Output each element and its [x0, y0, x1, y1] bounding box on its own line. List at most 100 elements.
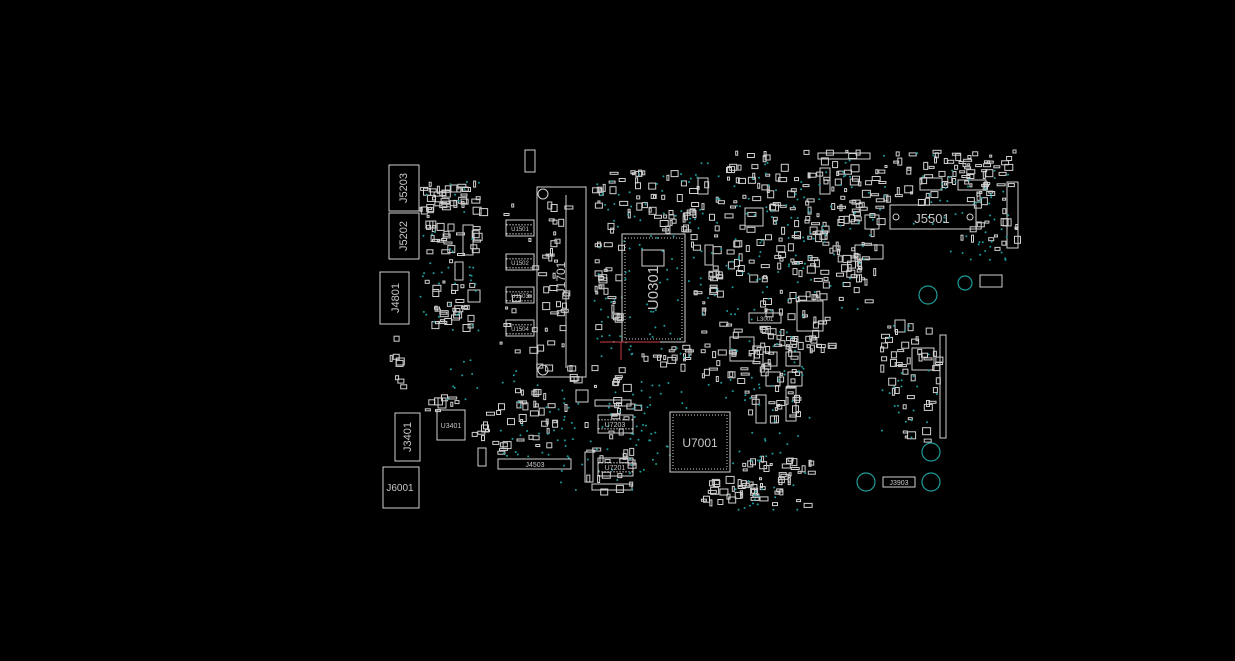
- via: [731, 390, 734, 393]
- via: [801, 365, 803, 368]
- pad-footprint: [744, 390, 750, 394]
- pad-footprint: [881, 333, 890, 339]
- via: [700, 162, 703, 165]
- chip-u3401[interactable]: U3401: [436, 409, 466, 441]
- pad-footprint: [449, 259, 454, 264]
- chip-u1501[interactable]: U1501: [505, 219, 535, 237]
- inductor-l3001[interactable]: L3001: [748, 312, 782, 324]
- via: [745, 212, 748, 215]
- pad-footprint: [453, 199, 458, 208]
- pad-footprint: [760, 483, 763, 488]
- connector-j5501[interactable]: J5501: [889, 204, 977, 230]
- chip-u7203[interactable]: U7203: [597, 414, 634, 434]
- via: [689, 177, 692, 180]
- via: [750, 376, 753, 379]
- via: [635, 425, 638, 428]
- pad-footprint: [592, 447, 602, 452]
- via: [432, 272, 435, 275]
- pad-footprint: [791, 235, 800, 239]
- via: [800, 188, 802, 191]
- pad-footprint: [971, 234, 974, 243]
- connector-j3401[interactable]: J3401: [394, 412, 421, 462]
- via: [654, 309, 657, 312]
- pad-footprint: [776, 245, 786, 253]
- chip-u1503[interactable]: U1503: [505, 286, 535, 304]
- via: [629, 437, 632, 440]
- pad-footprint: [878, 169, 886, 174]
- pad-footprint: [546, 427, 550, 434]
- pad-footprint: [614, 375, 623, 379]
- pad-footprint: [752, 172, 756, 180]
- pad-footprint: [906, 357, 911, 365]
- via: [779, 331, 782, 333]
- connector-j3903[interactable]: J3903: [882, 476, 916, 488]
- pad-footprint: [472, 206, 482, 215]
- pad-footprint: [894, 387, 900, 394]
- chip-u7201[interactable]: U7201: [597, 457, 634, 477]
- via: [454, 193, 457, 196]
- pad-footprint: [603, 287, 609, 295]
- pad-footprint: [767, 190, 775, 199]
- pad-footprint: [543, 393, 547, 401]
- via: [659, 281, 661, 284]
- pad-footprint: [648, 207, 652, 213]
- pad-footprint: [661, 194, 666, 200]
- mounting-hole: [921, 472, 941, 492]
- connector-j4801[interactable]: J4801: [379, 271, 410, 325]
- pad-footprint: [756, 239, 765, 246]
- pad-footprint: [850, 164, 860, 173]
- pad-footprint: [828, 344, 836, 349]
- chip-u7001[interactable]: U7001: [669, 411, 731, 473]
- via: [611, 468, 614, 471]
- connector-j4503[interactable]: J4503: [497, 458, 572, 470]
- pad-footprint: [452, 307, 457, 312]
- via: [602, 192, 604, 195]
- pad-footprint: [807, 470, 816, 475]
- via: [764, 163, 767, 166]
- connector-j6001[interactable]: J6001: [382, 466, 420, 509]
- via: [718, 198, 721, 200]
- via: [710, 252, 713, 254]
- via: [564, 445, 567, 447]
- connector-j1701[interactable]: J1701: [536, 186, 587, 378]
- via: [449, 303, 452, 306]
- pad-footprint: [958, 161, 964, 164]
- chip-u1504[interactable]: U1504: [505, 319, 535, 337]
- via: [968, 178, 971, 181]
- pad-footprint: [714, 225, 720, 232]
- pad-footprint: [520, 419, 524, 424]
- pad-footprint: [454, 400, 460, 405]
- pad-footprint: [591, 365, 599, 372]
- via: [904, 329, 906, 332]
- via: [632, 393, 634, 396]
- pad-footprint: [726, 323, 733, 327]
- via: [757, 495, 760, 498]
- pad-footprint: [790, 188, 797, 193]
- via: [599, 246, 601, 249]
- chip-u1502[interactable]: U1502: [505, 253, 535, 271]
- pad-footprint: [778, 177, 788, 183]
- via: [422, 310, 425, 313]
- pad-footprint: [603, 268, 608, 272]
- pad-footprint: [497, 450, 506, 455]
- via: [457, 199, 460, 202]
- pad-footprint: [710, 486, 720, 495]
- via: [773, 420, 776, 423]
- pad-footprint: [556, 301, 561, 308]
- component-footprint: [467, 289, 481, 303]
- connector-j5203[interactable]: J5203: [388, 164, 420, 212]
- via: [916, 152, 919, 155]
- chip-u0301[interactable]: U0301: [621, 233, 686, 343]
- via: [650, 432, 653, 435]
- pad-footprint: [653, 194, 656, 199]
- via: [942, 220, 945, 223]
- pad-footprint: [820, 347, 825, 353]
- pad-footprint: [456, 186, 460, 190]
- via: [658, 384, 661, 387]
- connector-j5202[interactable]: J5202: [388, 212, 420, 260]
- pad-footprint: [922, 427, 932, 436]
- pad-footprint: [467, 314, 475, 322]
- pad-footprint: [774, 254, 782, 259]
- pad-footprint: [816, 213, 820, 218]
- pad-footprint: [904, 435, 908, 439]
